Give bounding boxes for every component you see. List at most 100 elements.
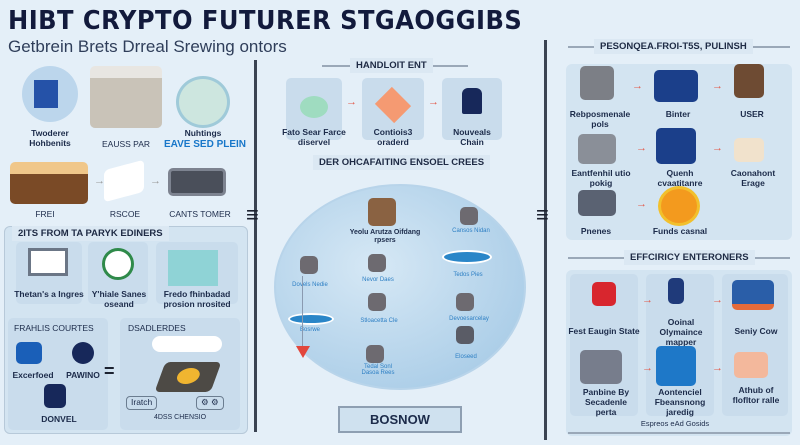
node-box-icon xyxy=(456,293,474,311)
whale-icon xyxy=(442,250,492,264)
cloud-icon xyxy=(152,336,222,352)
whale-icon xyxy=(288,313,334,325)
edges-title: DSADLERDES xyxy=(128,323,186,333)
card xyxy=(286,78,342,140)
courses-title: FRAHLIS COURTES xyxy=(14,323,94,333)
efficiency-label: Athub of flofltor ralle xyxy=(732,385,780,405)
efficiency-label: Ooinal Olymaince mapper xyxy=(659,317,703,347)
arrow-icon: → xyxy=(346,96,357,108)
item-sublabel: EAVE SED PLEIN xyxy=(163,139,247,150)
process-label: Binter xyxy=(665,109,691,119)
arrow-icon: → xyxy=(94,175,105,187)
section-header: HANDLOIT ENT xyxy=(350,58,433,73)
process-label: Eantfenhil utio pokig xyxy=(571,168,631,188)
globe-icon xyxy=(176,76,230,128)
funds-icon xyxy=(658,186,700,226)
process-label: Quenh cvaatitanre xyxy=(657,168,703,188)
arrow-icon: → xyxy=(712,362,723,374)
gate-icon xyxy=(580,66,614,100)
page-title: HIBT CRYPTO FUTURER STGAOGGIBS xyxy=(8,6,523,36)
footer-line xyxy=(568,432,790,434)
cube-icon xyxy=(16,342,42,364)
factory-icon xyxy=(654,70,698,102)
card-label: Fato Sear Farce diservel xyxy=(282,127,346,147)
course-item: Excerfoed xyxy=(12,370,54,380)
node-label: Tedal Sonl Dasoa Rees xyxy=(361,364,395,376)
bosnow-button[interactable]: BOSNOW xyxy=(338,406,462,433)
node-box-icon xyxy=(456,326,474,344)
card xyxy=(156,242,238,304)
section-header: PESONQEA.FROI-T5S, PULINSH xyxy=(594,39,753,54)
arrow-icon: → xyxy=(428,96,439,108)
node-label: Nevor Daes xyxy=(362,277,394,283)
node-box-icon xyxy=(366,345,384,363)
machine-icon xyxy=(578,134,616,164)
stone-block-icon xyxy=(90,66,162,128)
efficiency-caption: Espreos eAd Gosids xyxy=(640,419,710,428)
item-label: Twoderer Hohbenits xyxy=(29,128,71,148)
node-box-icon xyxy=(300,256,318,274)
conveyor-icon xyxy=(578,190,616,216)
efficiency-label: Panbine By Secadenle perta xyxy=(582,387,630,417)
chip-icon xyxy=(168,168,226,196)
node-label: Eloseed xyxy=(455,354,477,360)
divider-left xyxy=(254,60,257,432)
process-label: Caonahont Erage xyxy=(730,168,776,188)
arrow-icon: → xyxy=(636,198,647,210)
divider-icon: = xyxy=(104,361,115,381)
store-icon xyxy=(734,64,764,98)
machine-icon xyxy=(732,280,774,310)
monitor-icon xyxy=(28,248,68,276)
process-label: Pnenes xyxy=(580,226,612,236)
tag: Iratch xyxy=(126,396,158,410)
node-label: Stloacetta Cle xyxy=(360,318,398,324)
efficiency-label: Seniy Cow xyxy=(734,326,778,336)
cube-icon xyxy=(374,86,412,124)
item-label: RSCOE xyxy=(109,209,141,219)
shield-icon xyxy=(462,88,482,114)
down-arrow-icon xyxy=(296,346,310,358)
terrain-icon xyxy=(10,162,88,204)
city-icon xyxy=(168,250,218,286)
card-label: Thetan's a Ingres xyxy=(14,289,84,299)
divider-right xyxy=(544,40,547,440)
badge-icon xyxy=(102,248,134,280)
connector-line xyxy=(302,276,303,346)
desk-icon xyxy=(734,138,764,162)
item-label: FREI xyxy=(35,209,55,219)
efficiency-label: Aontenciel Fbeansnong jaredig xyxy=(654,387,706,417)
server-icon xyxy=(656,346,696,386)
section-banner: DER OHCAFAITING ENSOEL CREES xyxy=(313,155,491,170)
course-item: DONVEL xyxy=(41,414,77,424)
item-label: CANTS TOMER xyxy=(169,209,231,219)
node-box-icon xyxy=(368,293,386,311)
card-label: Contiois3 oraderd xyxy=(373,127,413,147)
red-cube-icon xyxy=(592,282,616,306)
page-subtitle: Getbrein Brets Drreal Srewing ontors xyxy=(8,37,287,56)
tower-icon xyxy=(656,128,696,164)
arrow-icon: → xyxy=(712,142,723,154)
pot-icon xyxy=(300,96,328,118)
card xyxy=(442,78,502,140)
item-label: Nuhtings xyxy=(184,128,222,138)
node-box-icon xyxy=(460,207,478,225)
courses-panel xyxy=(8,318,108,430)
tower-icon xyxy=(668,278,684,304)
platform-icon xyxy=(154,362,222,392)
node-label: Bosrwe xyxy=(299,327,320,333)
card xyxy=(16,242,82,304)
card xyxy=(88,242,148,304)
node-label: Devoesarcelay xyxy=(449,316,489,322)
node-label: Dovels Nedie xyxy=(292,282,328,288)
process-label: Rebposmenale pols xyxy=(569,109,631,129)
arrow-icon: → xyxy=(712,294,723,306)
edges-caption: 4DSS CHENSIO xyxy=(153,414,207,421)
ocean-network xyxy=(274,184,526,390)
efficiency-label: Fest Eaugin State xyxy=(568,326,640,336)
arrow-icon: → xyxy=(642,294,653,306)
menu-lines-icon: ≡ xyxy=(536,202,549,227)
node-label: Cansos Nidan xyxy=(452,228,490,234)
trophy-icon xyxy=(44,384,66,408)
arrow-icon: → xyxy=(636,142,647,154)
white-tile-icon xyxy=(104,159,144,203)
